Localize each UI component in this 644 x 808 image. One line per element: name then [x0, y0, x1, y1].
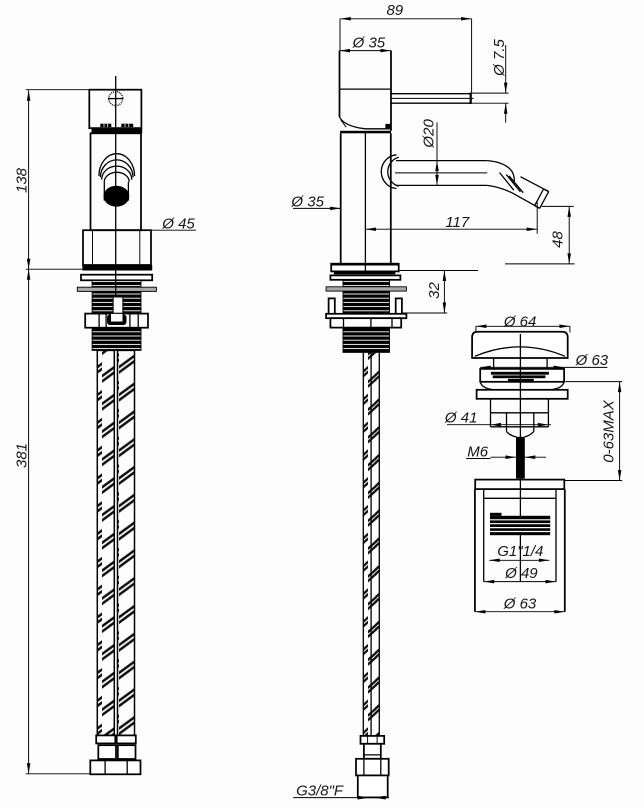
svg-text:G1"1/4: G1"1/4 — [497, 543, 543, 560]
svg-text:Ø 49: Ø 49 — [504, 565, 538, 582]
svg-text:Ø 7.5: Ø 7.5 — [491, 38, 508, 76]
svg-text:Ø 63: Ø 63 — [503, 595, 537, 612]
svg-text:381: 381 — [14, 443, 31, 468]
svg-text:Ø 45: Ø 45 — [161, 215, 195, 232]
svg-text:Ø 41: Ø 41 — [444, 409, 478, 426]
svg-text:138: 138 — [14, 167, 31, 193]
svg-text:Ø20: Ø20 — [421, 119, 438, 149]
svg-text:Ø 35: Ø 35 — [352, 34, 386, 51]
svg-text:48: 48 — [549, 231, 566, 248]
svg-text:117: 117 — [445, 214, 470, 231]
svg-text:0-63MAX: 0-63MAX — [601, 399, 618, 463]
svg-text:Ø 63: Ø 63 — [575, 352, 609, 369]
svg-text:M6: M6 — [467, 443, 488, 460]
svg-text:32: 32 — [426, 282, 443, 299]
svg-text:Ø 64: Ø 64 — [503, 314, 537, 331]
svg-text:G3/8"F: G3/8"F — [296, 782, 344, 799]
svg-text:Ø 35: Ø 35 — [290, 193, 324, 210]
svg-text:89: 89 — [386, 2, 403, 19]
